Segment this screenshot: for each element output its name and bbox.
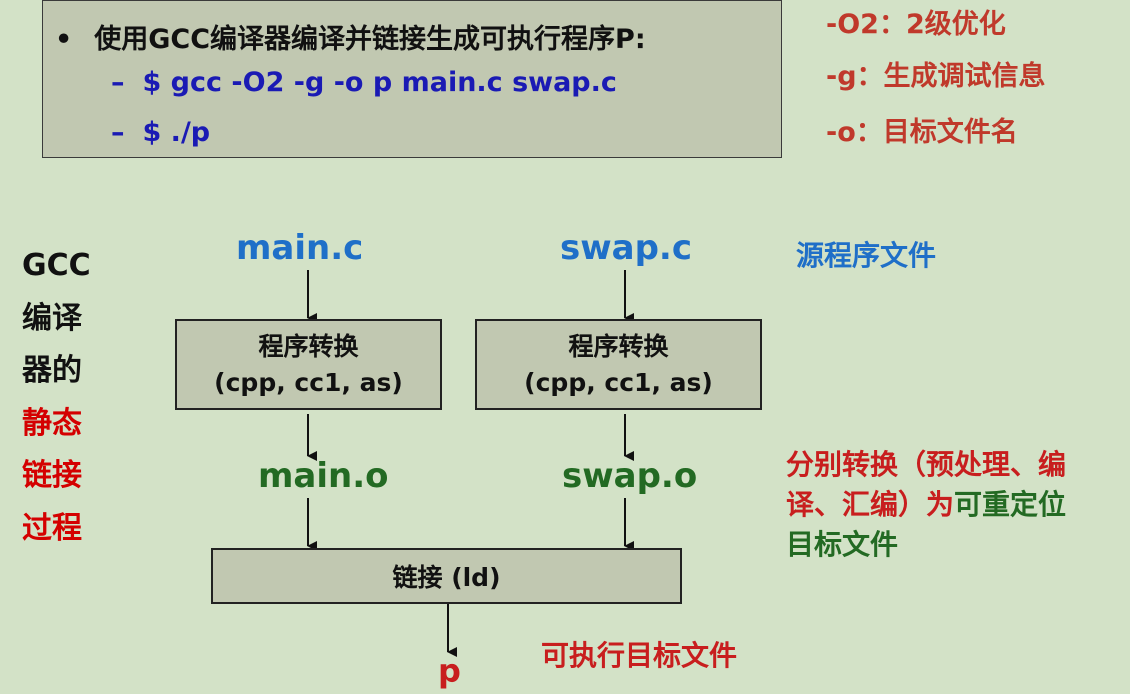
side-label-line: 过程 — [22, 510, 82, 546]
source-main-c: main.c — [236, 228, 364, 268]
side-label-line: 链接 — [22, 458, 82, 493]
source-caption: 源程序文件 — [796, 239, 937, 272]
command-box: • 使用GCC编译器编译并链接生成可执行程序P: –$ gcc -O2 -g -o… — [42, 0, 782, 158]
command-line-gcc: –$ gcc -O2 -g -o p main.c swap.c — [111, 67, 617, 98]
dash-icon: – — [111, 117, 125, 148]
option-o: -o：目标文件名 — [826, 117, 1018, 148]
command-intro: • 使用GCC编译器编译并链接生成可执行程序P: — [55, 17, 646, 56]
side-label-line: 器的 — [22, 353, 82, 388]
side-label-line: 静态 — [22, 405, 82, 441]
side-label: GCC 编译 器的 静态 链接 过程 — [22, 240, 91, 555]
translator-box-left: 程序转换 (cpp, cc1, as) — [175, 319, 442, 410]
object-swap-o: swap.o — [562, 456, 698, 496]
bullet-icon: • — [55, 24, 73, 55]
side-label-line: 编译 — [22, 300, 82, 336]
object-note-line1: 分别转换（预处理、编 — [786, 448, 1067, 481]
linker-label: 链接 (ld) — [392, 563, 501, 592]
object-note-green-text: 可重定位 — [954, 488, 1067, 521]
translator-tools: (cpp, cc1, as) — [214, 367, 403, 397]
dash-icon: – — [111, 67, 125, 98]
translator-title: 程序转换 — [258, 331, 359, 361]
output-p: p — [438, 652, 461, 690]
object-main-o: main.o — [258, 456, 389, 496]
command-gcc-text: $ gcc -O2 -g -o p main.c swap.c — [142, 67, 617, 98]
side-label-line: GCC — [22, 248, 91, 283]
object-note: 分别转换（预处理、编 译、汇编）为可重定位 目标文件 — [786, 445, 1126, 565]
translator-title: 程序转换 — [568, 331, 669, 361]
command-intro-text: 使用GCC编译器编译并链接生成可执行程序P: — [94, 24, 646, 55]
object-note-line3: 目标文件 — [786, 528, 899, 561]
object-note-line2: 译、汇编）为可重定位 — [786, 485, 1126, 525]
translator-box-right: 程序转换 (cpp, cc1, as) — [475, 319, 762, 410]
source-swap-c: swap.c — [560, 228, 692, 268]
output-caption: 可执行目标文件 — [541, 639, 738, 672]
option-o2: -O2：2级优化 — [826, 9, 1006, 40]
option-g: -g：生成调试信息 — [826, 61, 1046, 92]
linker-box: 链接 (ld) — [211, 548, 682, 604]
command-run-text: $ ./p — [142, 117, 211, 148]
object-note-red-text: 译、汇编）为 — [786, 488, 955, 521]
command-line-run: –$ ./p — [111, 117, 210, 148]
translator-tools: (cpp, cc1, as) — [524, 367, 713, 397]
